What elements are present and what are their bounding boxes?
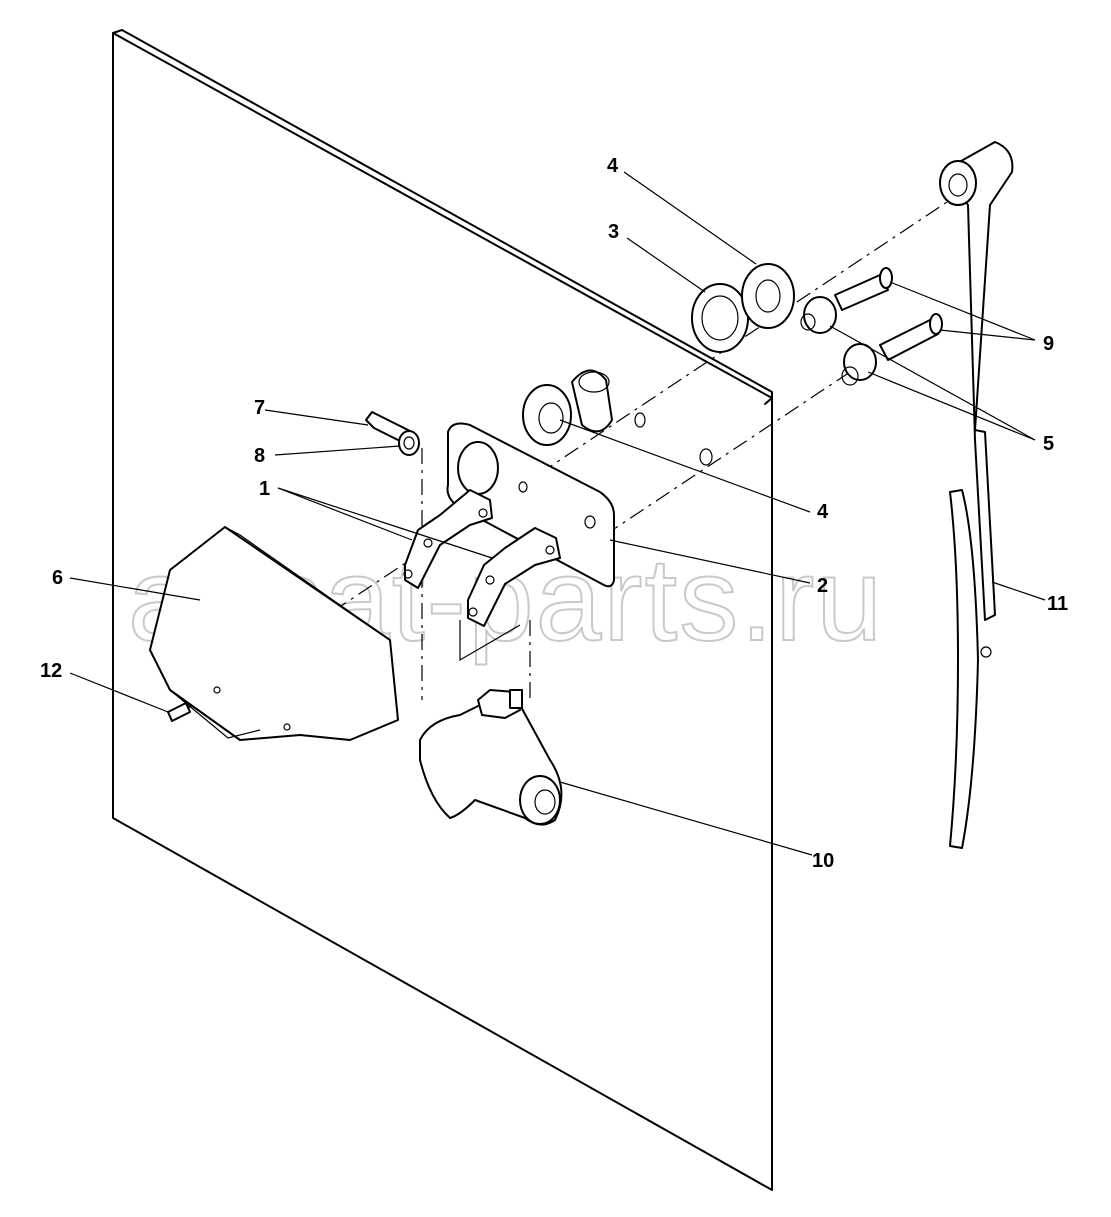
callout-3: 3 bbox=[608, 221, 619, 243]
mount-brackets bbox=[403, 489, 561, 627]
callout-11: 11 bbox=[1047, 593, 1068, 615]
callout-4-lower: 4 bbox=[817, 501, 829, 523]
callout-8: 8 bbox=[254, 445, 265, 467]
callout-5: 5 bbox=[1043, 433, 1054, 455]
callout-2: 2 bbox=[817, 575, 828, 597]
motor-cover bbox=[149, 526, 399, 741]
leader-lines bbox=[69, 171, 1046, 856]
spacers-and-screws bbox=[800, 267, 943, 386]
panel-washer-bushing bbox=[522, 369, 713, 466]
wiper-motor bbox=[419, 689, 563, 826]
callout-4-top: 4 bbox=[607, 155, 619, 177]
callout-12: 12 bbox=[40, 660, 62, 682]
callout-1: 1 bbox=[259, 478, 270, 500]
cover-screw bbox=[167, 702, 191, 722]
callout-7: 7 bbox=[254, 397, 265, 419]
callout-labels: 1 2 3 4 4 5 6 7 8 9 10 11 12 bbox=[40, 155, 1068, 872]
callout-10: 10 bbox=[812, 850, 834, 872]
wiper-blade bbox=[949, 489, 992, 849]
grommet-and-washer bbox=[691, 263, 795, 353]
bolt-and-washer bbox=[365, 411, 420, 456]
mounting-panel bbox=[112, 29, 773, 1191]
callout-9: 9 bbox=[1043, 333, 1054, 355]
wiper-arm bbox=[939, 141, 1014, 621]
bracket-plate bbox=[446, 422, 615, 662]
callout-6: 6 bbox=[52, 567, 63, 589]
